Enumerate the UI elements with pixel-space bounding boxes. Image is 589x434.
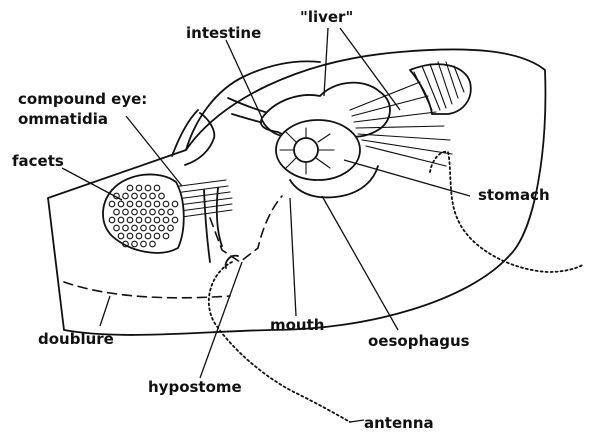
leader-antenna [350, 420, 364, 422]
leader-hypostome [200, 262, 242, 378]
antenna-right [430, 152, 584, 272]
label-intestine: intestine [186, 24, 261, 42]
leader-mouth [290, 198, 296, 316]
label-antenna: antenna [364, 414, 434, 432]
label-facets: facets [12, 152, 64, 170]
label-oesophagus: oesophagus [368, 332, 470, 350]
liver-lobe-right [410, 64, 471, 114]
label-doublure: doublure [38, 330, 114, 348]
leader-doublure [100, 296, 110, 326]
axial-furrow [172, 110, 198, 156]
label-mouth: mouth [270, 316, 324, 334]
leader-facets [62, 168, 122, 200]
label-liver: "liver" [300, 8, 353, 26]
leader-liver-1 [324, 28, 328, 96]
label-compound-eye-line2: ommatidia [18, 110, 108, 128]
label-compound-eye-line1: compound eye: [18, 90, 147, 108]
label-stomach: stomach [478, 186, 550, 204]
label-hypostome: hypostome [148, 378, 242, 396]
doublure-line [64, 282, 230, 298]
antenna-left [209, 262, 350, 422]
leader-oesophagus [322, 196, 398, 330]
